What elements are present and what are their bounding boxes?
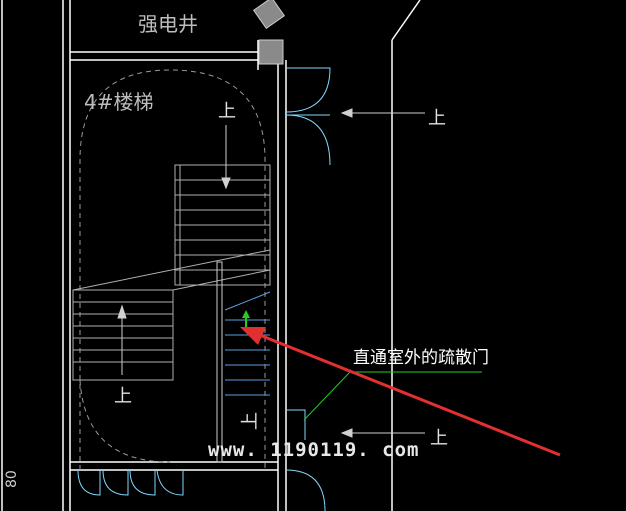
red-arrow [240, 327, 561, 457]
blue-flight [224, 291, 271, 396]
up-label-left: 上 [114, 386, 132, 407]
room-label-electrical-shaft: 强电井 [138, 12, 198, 36]
doors [77, 67, 331, 511]
stair-name-label: 4#楼梯 [84, 90, 154, 114]
up-label-right-top: 上 [428, 108, 446, 129]
stair-flights [72, 164, 271, 463]
up-arrows [117, 108, 425, 438]
walls [1, 0, 421, 511]
up-label-right-bottom: 上 [430, 428, 448, 449]
up-label-top: 上 [218, 101, 236, 122]
edge-dimension-label: 80 [4, 470, 20, 488]
up-label-small: 上 [240, 412, 261, 430]
watermark: www. 1190119. com [208, 439, 420, 461]
annotation-evacuation-door: 直通室外的疏散门 [353, 348, 489, 368]
equipment [252, 0, 286, 65]
